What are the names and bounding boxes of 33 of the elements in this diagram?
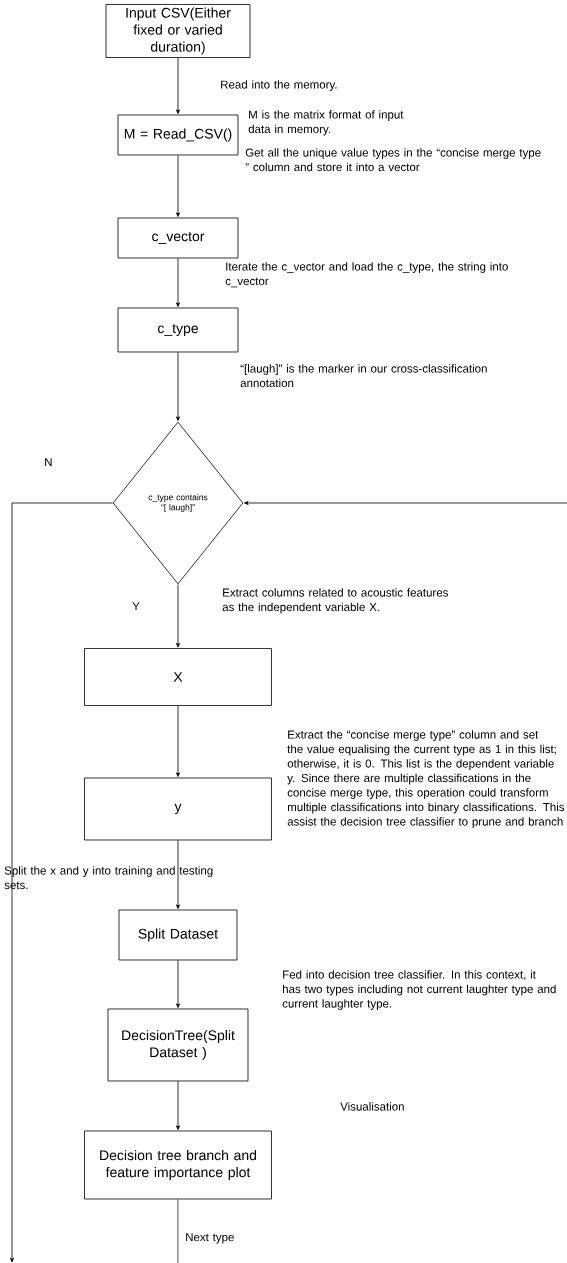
arrow (176, 840, 180, 909)
edge-label: Split the x and y into training and testing sets. (4, 866, 213, 890)
edge-label: Iterate the c_vector and load the c_type, the string into c_vector (225, 262, 508, 288)
process-box: y (84, 777, 272, 841)
arrow (176, 258, 180, 307)
arrow (176, 1081, 180, 1130)
arrow (10, 502, 113, 1263)
process-box: DecisionTree(Split Dataset ) (107, 1008, 249, 1082)
arrow (176, 960, 180, 1008)
process-box: c_vector (117, 217, 239, 259)
annotation-text: Get all the unique value types in the “concise merge type ” column and store it into a vector (245, 148, 541, 172)
process-box: M = Read_CSV() (117, 114, 239, 156)
arrow (244, 501, 567, 505)
process-box: Input CSV(Either fixed or varied duration) (105, 4, 251, 58)
process-box: Decision tree branch and feature importance plot (84, 1130, 272, 1200)
edge-label: Y (132, 602, 140, 611)
process-box: Split Dataset (118, 909, 238, 961)
arrow (176, 584, 180, 648)
annotation-text: Visualisation (340, 1102, 404, 1111)
annotation-text: M is the matrix format of input data in memory. (248, 110, 404, 136)
arrow (176, 57, 180, 114)
arrow (176, 155, 180, 217)
annotation-text: Extract the “concise merge type” column and set the value equalising the current type as 1 in this list; otherwise, it is 0. This list is the dependent variable y. Since there are multiple classifications in the concise merge type, this operation could transform multiple classifications into binary classifications. This assist the decision tree classifier to prune and branch (287, 730, 565, 828)
process-box: c_type (117, 307, 239, 353)
annotation-text: Fed into decision tree classifier. In this context, it has two types including not current laughter type and current laughter type. (282, 970, 556, 1010)
edge-label: Next type (186, 1233, 234, 1244)
edge-label: N (45, 458, 52, 467)
process-box: X (84, 648, 272, 706)
annotation-text: Extract columns related to acoustic features as the independent variable X. (222, 588, 448, 614)
arrow (176, 705, 180, 777)
annotation-text: “[laugh]” is the marker in our cross-classification annotation (240, 364, 487, 388)
arrow (176, 352, 180, 421)
edge-label: Read into the memory. (221, 80, 337, 91)
